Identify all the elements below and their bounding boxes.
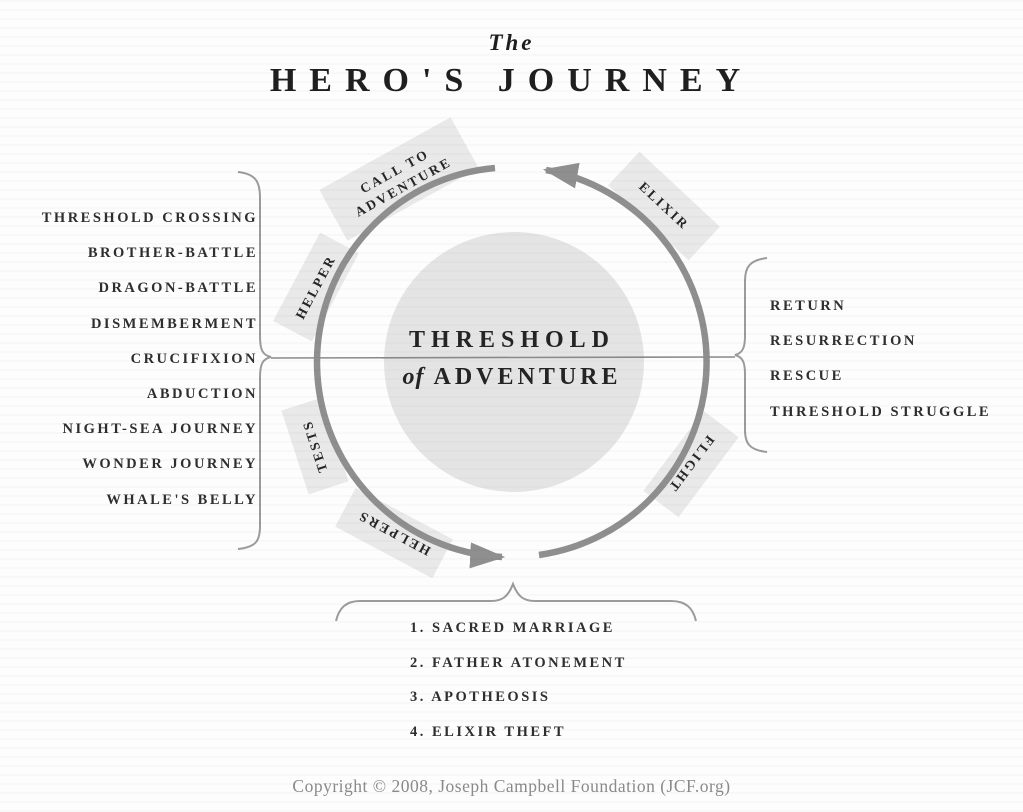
label-wedges bbox=[273, 117, 739, 579]
threshold-title: THRESHOLD bbox=[408, 327, 616, 353]
list-item: BROTHER-BATTLE bbox=[87, 245, 258, 262]
wedge-flight bbox=[643, 410, 739, 518]
threshold-disc bbox=[384, 232, 644, 492]
bottom-brace bbox=[335, 581, 697, 622]
descent-stage-list: THRESHOLD CROSSING BROTHER-BATTLE DRAGON… bbox=[20, 201, 258, 518]
threshold-line bbox=[270, 356, 736, 359]
arc-descent bbox=[313, 164, 506, 569]
list-item: WONDER JOURNEY bbox=[82, 456, 258, 473]
list-item: DRAGON-BATTLE bbox=[98, 280, 258, 297]
list-item: NIGHT-SEA JOURNEY bbox=[62, 421, 258, 438]
list-item: RESCUE bbox=[770, 368, 844, 385]
right-brace bbox=[734, 257, 768, 453]
return-stage-list: RETURN RESURRECTION RESCUE THRESHOLD STR… bbox=[770, 289, 991, 430]
page-title: HERO'S JOURNEY bbox=[269, 62, 754, 99]
list-item: 4. ELIXIR THEFT bbox=[410, 723, 567, 740]
cycle-arcs bbox=[313, 162, 710, 569]
list-item: DISMEMBERMENT bbox=[90, 315, 258, 332]
list-item: WHALE'S BELLY bbox=[106, 491, 258, 508]
arc-return bbox=[538, 162, 710, 559]
list-item: 1. SACRED MARRIAGE bbox=[410, 620, 615, 636]
list-item: ABDUCTION bbox=[146, 386, 258, 403]
threshold-subtitle-of: of bbox=[402, 364, 425, 390]
list-item: CRUCIFIXION bbox=[130, 350, 258, 367]
threshold-subtitle-rest: ADVENTURE bbox=[433, 364, 622, 390]
list-item: RETURN bbox=[770, 298, 847, 314]
copyright-text: Copyright © 2008, Joseph Campbell Founda… bbox=[292, 776, 731, 796]
wedge-tests bbox=[281, 397, 349, 495]
list-item: 2. FATHER ATONEMENT bbox=[410, 654, 627, 671]
nadir-stage-list: 1. SACRED MARRIAGE 2. FATHER ATONEMENT 3… bbox=[410, 611, 627, 749]
threshold-subtitle: of ADVENTURE bbox=[392, 364, 632, 391]
wedge-helper bbox=[273, 232, 359, 342]
list-item: THRESHOLD CROSSING bbox=[41, 210, 258, 226]
list-item: 3. APOTHEOSIS bbox=[410, 689, 551, 705]
wedge-elixir bbox=[608, 151, 720, 261]
wedge-call-to-adventure bbox=[319, 117, 479, 241]
left-brace bbox=[237, 171, 272, 550]
list-item: RESURRECTION bbox=[770, 333, 917, 350]
title-prefix: The bbox=[488, 30, 535, 55]
list-item: THRESHOLD STRUGGLE bbox=[770, 403, 992, 420]
wedge-helpers bbox=[335, 487, 453, 579]
